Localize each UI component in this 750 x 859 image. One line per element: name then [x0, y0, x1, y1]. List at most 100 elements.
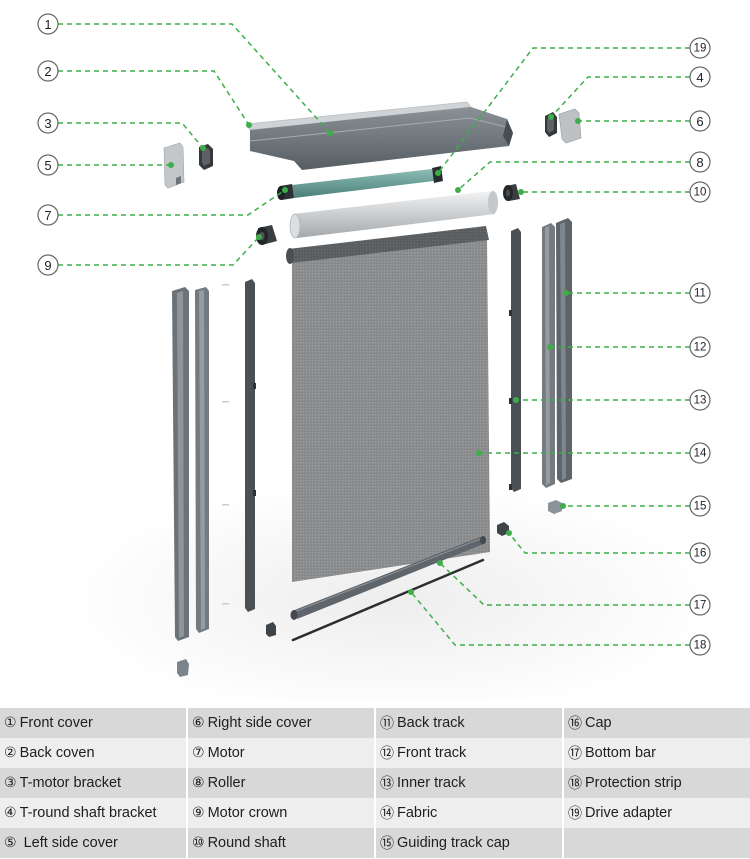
legend-number: ⑤: [4, 835, 17, 851]
leader-line-4: [550, 76, 690, 118]
legend-label: Back coven: [19, 745, 95, 761]
callout-number-13: 13: [694, 395, 707, 407]
callout-circle-5: [37, 154, 59, 176]
legend-label: Front cover: [19, 715, 93, 731]
callout-8: 8: [455, 151, 711, 193]
callout-circle-9: [37, 254, 59, 276]
legend-label: Inner track: [397, 775, 466, 791]
left-front-track: [195, 287, 209, 633]
legend-number: ⑰: [568, 746, 582, 762]
leader-line-18: [410, 591, 690, 646]
callout-18: 18: [408, 589, 711, 656]
leader-dot-8: [455, 187, 461, 193]
guiding-track-cap: [548, 500, 562, 514]
legend-label: Motor crown: [207, 805, 288, 821]
legend-label: Fabric: [397, 805, 438, 821]
fabric: [286, 226, 490, 582]
leader-line-19: [437, 47, 690, 174]
legend-number: ⑥: [192, 715, 205, 731]
callout-16: 16: [506, 530, 711, 564]
legend-number: ⑱: [568, 776, 582, 792]
left-bottom-cap: [177, 659, 189, 677]
legend-label: Bottom bar: [585, 745, 656, 761]
legend-number: ⑫: [380, 746, 394, 762]
leader-dot-12: [547, 344, 553, 350]
callout-circle-15: [689, 495, 711, 517]
callout-3: 3: [37, 112, 206, 151]
callout-number-6: 6: [696, 114, 703, 129]
callout-circle-12: [689, 336, 711, 358]
legend-number: ⑪: [380, 716, 394, 732]
legend-label: Round shaft: [207, 835, 286, 851]
t-round-shaft-bracket: [545, 112, 557, 137]
legend-label: Right side cover: [207, 715, 312, 731]
callout-circle-18: [689, 634, 711, 656]
legend-number: ⑬: [380, 776, 394, 792]
front-track: [542, 223, 555, 488]
callout-6: 6: [575, 110, 711, 132]
motor-crown: [256, 225, 277, 245]
round-shaft: [503, 184, 520, 201]
callout-number-18: 18: [694, 640, 707, 652]
legend-item-left-side-cover: ⑤ Left side cover: [0, 828, 186, 858]
bottom-bar: [290, 536, 486, 620]
leader-dot-17: [437, 560, 443, 566]
callout-number-8: 8: [696, 155, 703, 170]
callout-circle-2: [37, 60, 59, 82]
leader-dot-19: [435, 170, 441, 176]
legend-number: ⑲: [568, 806, 582, 822]
leader-dot-1: [327, 130, 333, 136]
leader-dot-4: [548, 114, 554, 120]
callout-circle-10: [689, 181, 711, 203]
callout-17: 17: [437, 560, 711, 616]
callout-number-4: 4: [696, 70, 703, 85]
callout-number-17: 17: [694, 600, 707, 612]
callout-number-14: 14: [694, 448, 707, 460]
front-cover: [250, 107, 513, 170]
leader-dot-14: [476, 450, 482, 456]
callout-number-9: 9: [44, 258, 51, 273]
legend-label: T-round shaft bracket: [19, 805, 157, 821]
legend-number: ⑦: [192, 745, 205, 761]
legend-label: Left side cover: [19, 835, 118, 851]
left-inner-track: [222, 279, 256, 612]
callout-circle-1: [37, 13, 59, 35]
legend-label: Motor: [207, 745, 245, 761]
legend-label: Front track: [397, 745, 467, 761]
leader-dot-13: [513, 397, 519, 403]
callout-5: 5: [37, 154, 174, 176]
callout-number-16: 16: [694, 548, 707, 560]
leader-line-1: [58, 23, 331, 134]
callout-4: 4: [548, 66, 711, 120]
callout-circle-13: [689, 389, 711, 411]
right-side-cover: [558, 108, 582, 144]
leader-dot-15: [560, 503, 566, 509]
callout-number-1: 1: [44, 17, 51, 32]
legend-label: Roller: [207, 775, 246, 791]
callout-circle-8: [689, 151, 711, 173]
callout-7: 7: [37, 187, 288, 226]
callout-14: 14: [476, 442, 711, 464]
leader-line-7: [58, 189, 286, 216]
callout-13: 13: [513, 389, 711, 411]
legend-item-empty: [564, 828, 750, 858]
callout-number-19: 19: [694, 43, 707, 55]
callout-circle-19: [689, 37, 711, 59]
callout-number-5: 5: [44, 158, 51, 173]
legend-label: Back track: [397, 715, 465, 731]
callout-circle-11: [689, 282, 711, 304]
leader-line-2: [58, 70, 250, 126]
